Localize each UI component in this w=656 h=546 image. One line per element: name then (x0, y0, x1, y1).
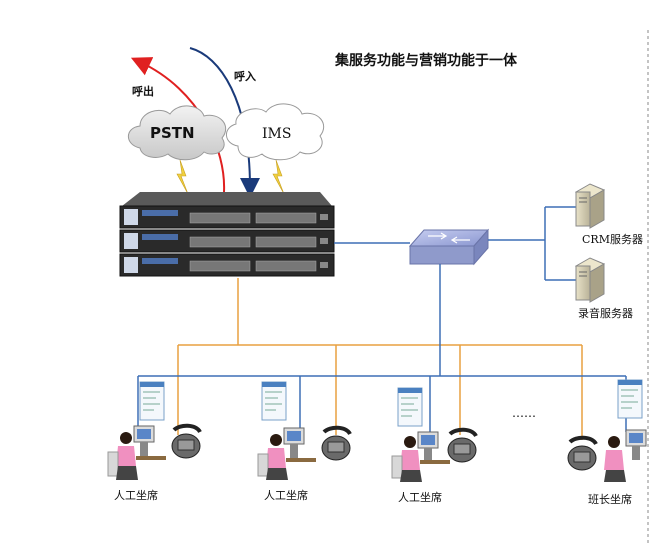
call-center-rack (119, 192, 335, 277)
crm-server-icon (574, 183, 606, 229)
agent-1-workstation (107, 425, 166, 480)
agent-2-phone-icon (321, 425, 352, 461)
agent-3-screen (397, 387, 423, 427)
recording-server-label: 录音服务器 (578, 306, 633, 320)
crm-server-label: CRM服务器 (582, 233, 643, 246)
ims-link-bolt (272, 159, 285, 195)
agent-2-workstation (257, 427, 316, 480)
ims-label: IMS (262, 126, 291, 142)
pstn-link-bolt (176, 159, 189, 195)
agent-1-screen (139, 381, 165, 421)
diagram-title: 集服务功能与营销功能于一体 (334, 52, 518, 69)
agent-2-screen (261, 381, 287, 421)
agent-3-workstation (391, 431, 450, 482)
pstn-cloud: PSTN (127, 105, 227, 161)
inbound-arrow (189, 47, 260, 198)
supervisor-workstation (604, 429, 647, 482)
recording-server-icon (574, 257, 606, 303)
inbound-label: 呼入 (234, 69, 256, 83)
agent-2-label: 人工坐席 (264, 488, 308, 502)
more-agents-ellipsis: …… (512, 406, 536, 420)
agent-1-label: 人工坐席 (114, 488, 158, 502)
supervisor-phone-icon (567, 435, 598, 471)
server-links (488, 206, 576, 281)
network-switch (408, 228, 490, 266)
ims-cloud: IMS (226, 103, 325, 161)
lan-lines (137, 264, 627, 436)
agent-4-screen (617, 379, 643, 419)
agent-1-phone-icon (171, 423, 202, 459)
outbound-label: 呼出 (132, 84, 154, 98)
phone-trunk-lines (177, 278, 583, 440)
supervisor-label: 班长坐席 (588, 492, 632, 506)
agent-softphone-screens (139, 379, 643, 427)
agent-3-label: 人工坐席 (398, 490, 442, 504)
pstn-label: PSTN (150, 124, 195, 142)
agent-3-phone-icon (447, 427, 478, 463)
